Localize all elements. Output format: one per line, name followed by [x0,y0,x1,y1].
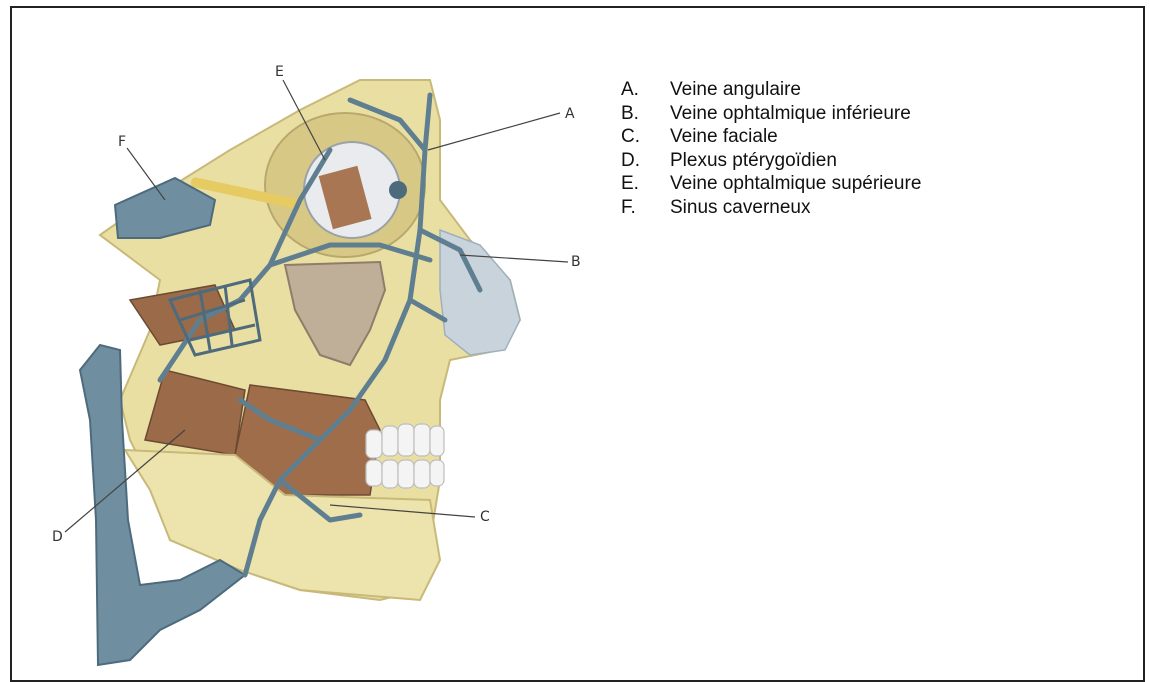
legend-text: Veine ophtalmique inférieure [670,102,911,126]
marker-f: F [118,134,126,150]
legend-letter: A. [615,78,670,102]
legend: A. Veine angulaire B. Veine ophtalmique … [615,78,921,219]
legend-letter: D. [615,149,670,173]
legend-letter: E. [615,172,670,196]
legend-letter: F. [615,196,670,220]
legend-letter: C. [615,125,670,149]
legend-text: Plexus ptérygoïdien [670,149,837,173]
legend-letter: B. [615,102,670,126]
cornea [389,181,407,199]
legend-text: Sinus caverneux [670,196,810,220]
marker-b: B [571,254,581,270]
legend-item: F. Sinus caverneux [615,196,921,220]
legend-item: D. Plexus ptérygoïdien [615,149,921,173]
legend-item: E. Veine ophtalmique supérieure [615,172,921,196]
legend-text: Veine ophtalmique supérieure [670,172,921,196]
marker-d: D [52,529,63,545]
legend-item: B. Veine ophtalmique inférieure [615,102,921,126]
legend-text: Veine faciale [670,125,778,149]
legend-item: A. Veine angulaire [615,78,921,102]
legend-item: C. Veine faciale [615,125,921,149]
marker-c: C [480,509,490,525]
marker-a: A [565,106,575,122]
marker-e: E [275,64,284,80]
legend-text: Veine angulaire [670,78,801,102]
